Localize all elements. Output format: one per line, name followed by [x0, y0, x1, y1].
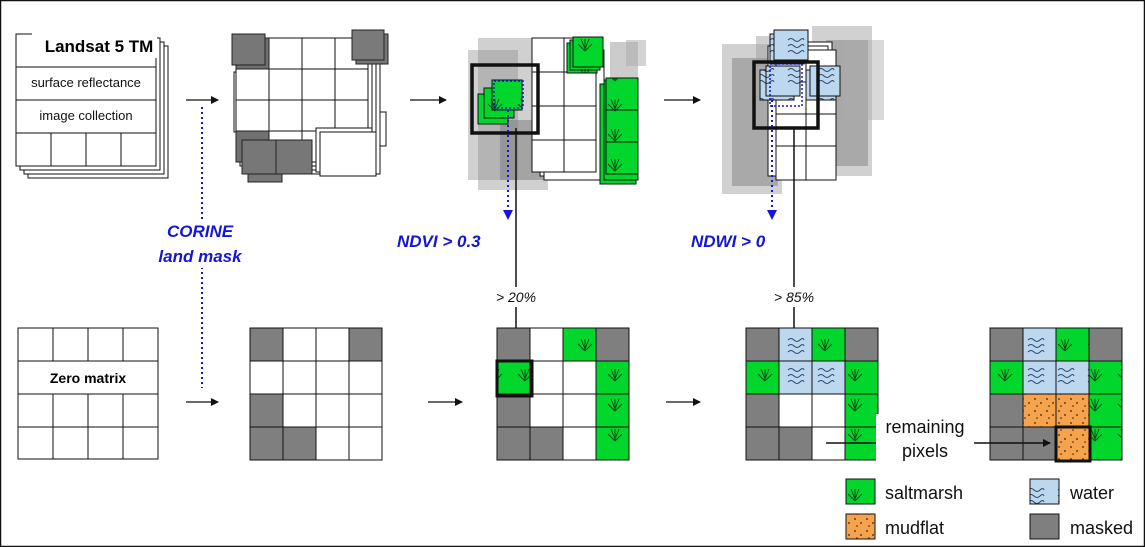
- grid-cell-masked: [529, 426, 564, 461]
- grid-cell-water: [1022, 360, 1057, 395]
- grid-cell-saltmarsh: [496, 360, 531, 395]
- landsat-collection-stack: Landsat 5 TM surface reflectance image c…: [15, 30, 169, 179]
- ndvi-label: NDVI > 0.3: [397, 232, 481, 251]
- grid-cell-water: [1022, 327, 1057, 362]
- grid-cell-empty: [348, 426, 383, 461]
- remaining-pixels-line1: remaining: [885, 417, 964, 437]
- grid-cell-masked: [1088, 327, 1123, 362]
- ndvi-collection-stack: [468, 36, 646, 190]
- grid-cell-masked: [745, 327, 780, 362]
- grid-cell-masked: [989, 393, 1024, 428]
- grid-cell-empty: [529, 327, 564, 362]
- legend-masked-swatch: [1029, 513, 1060, 540]
- landsat-title: Landsat 5 TM: [45, 37, 154, 56]
- grid-cell-empty: [811, 393, 846, 428]
- grid-cell-masked: [282, 426, 317, 461]
- water-threshold-label: > 85%: [774, 289, 814, 305]
- zero-matrix-label: Zero matrix: [50, 370, 126, 386]
- grid-cell-saltmarsh: [562, 327, 597, 362]
- grid-cell-saltmarsh: [1088, 393, 1123, 428]
- grid-cell-masked: [348, 327, 383, 362]
- legend-water-swatch: [1029, 478, 1060, 505]
- saltmarsh-grid: [496, 327, 630, 461]
- grid-cell-water: [811, 360, 846, 395]
- grid-cell-masked: [989, 327, 1024, 362]
- ndwi-label: NDWI > 0: [691, 232, 766, 251]
- grid-cell-empty: [529, 393, 564, 428]
- grid-cell-saltmarsh: [595, 426, 630, 461]
- grid-cell-water: [778, 327, 813, 362]
- grid-cell-empty: [562, 393, 597, 428]
- landsat-label-line1: surface reflectance: [31, 75, 141, 90]
- saltmarsh-focus-cell: [495, 359, 534, 398]
- remaining-pixels-line2: pixels: [902, 441, 948, 461]
- legend-masked-label: masked: [1070, 518, 1133, 538]
- ndvi-focus-window: [470, 63, 540, 135]
- grid-cell-saltmarsh: [1055, 327, 1090, 362]
- grid-cell-water: [1055, 360, 1090, 395]
- grid-cell-saltmarsh: [844, 360, 879, 395]
- saltmarsh-threshold-label: > 20%: [496, 289, 536, 305]
- ndwi-focus-window: [752, 60, 820, 130]
- grid-cell-masked: [249, 426, 284, 461]
- grid-cell-masked: [496, 393, 531, 428]
- final-classification-grid: [989, 327, 1123, 461]
- grid-cell-masked: [249, 393, 284, 428]
- zero-matrix-grid: Zero matrix: [17, 327, 159, 460]
- grid-cell-mudflat: [1022, 393, 1057, 428]
- grid-cell-empty: [562, 426, 597, 461]
- masked-collection-stack: [231, 29, 389, 183]
- grid-cell-masked: [778, 426, 813, 461]
- legend-saltmarsh-swatch: [845, 478, 876, 505]
- grid-cell-empty: [315, 327, 350, 362]
- grid-cell-saltmarsh: [745, 360, 780, 395]
- legend: saltmarsh water mudflat masked: [845, 478, 1133, 540]
- grid-cell-masked: [595, 327, 630, 362]
- grid-cell-masked: [249, 327, 284, 362]
- grid-cell-masked: [496, 426, 531, 461]
- grid-cell-masked: [496, 327, 531, 362]
- landsat-label-line2: image collection: [39, 108, 132, 123]
- legend-mudflat-label: mudflat: [885, 518, 944, 538]
- grid-cell-masked: [745, 393, 780, 428]
- corine-label-line1: CORINE: [167, 222, 234, 241]
- masked-grid: [249, 327, 383, 461]
- grid-cell-saltmarsh: [989, 360, 1024, 395]
- grid-cell-masked: [844, 327, 879, 362]
- grid-cell-saltmarsh: [595, 393, 630, 428]
- grid-cell-saltmarsh: [1088, 426, 1123, 461]
- grid-cell-saltmarsh: [811, 327, 846, 362]
- legend-mudflat-swatch: [845, 513, 876, 540]
- grid-cell-empty: [282, 360, 317, 395]
- ndwi-collection-stack: [722, 26, 884, 194]
- grid-cell-empty: [529, 360, 564, 395]
- grid-cell-mudflat: [1055, 393, 1090, 428]
- grid-cell-empty: [282, 393, 317, 428]
- grid-cell-saltmarsh: [1088, 360, 1123, 395]
- water-grid: [745, 327, 879, 461]
- grid-cell-empty: [348, 393, 383, 428]
- corine-label-line2: land mask: [158, 247, 243, 266]
- grid-cell-empty: [778, 393, 813, 428]
- grid-cell-empty: [315, 393, 350, 428]
- mudflat-focus-cell: [1054, 425, 1092, 463]
- grid-cell-empty: [282, 327, 317, 362]
- grid-cell-empty: [315, 426, 350, 461]
- grid-cell-water: [778, 360, 813, 395]
- legend-water-label: water: [1069, 483, 1114, 503]
- legend-saltmarsh-label: saltmarsh: [885, 483, 963, 503]
- grid-cell-empty: [249, 360, 284, 395]
- grid-cell-saltmarsh: [595, 360, 630, 395]
- grid-cell-empty: [348, 360, 383, 395]
- grid-cell-masked: [745, 426, 780, 461]
- grid-cell-empty: [315, 360, 350, 395]
- grid-cell-mudflat: [1055, 426, 1090, 461]
- grid-cell-empty: [562, 360, 597, 395]
- grid-cell-saltmarsh: [844, 393, 879, 428]
